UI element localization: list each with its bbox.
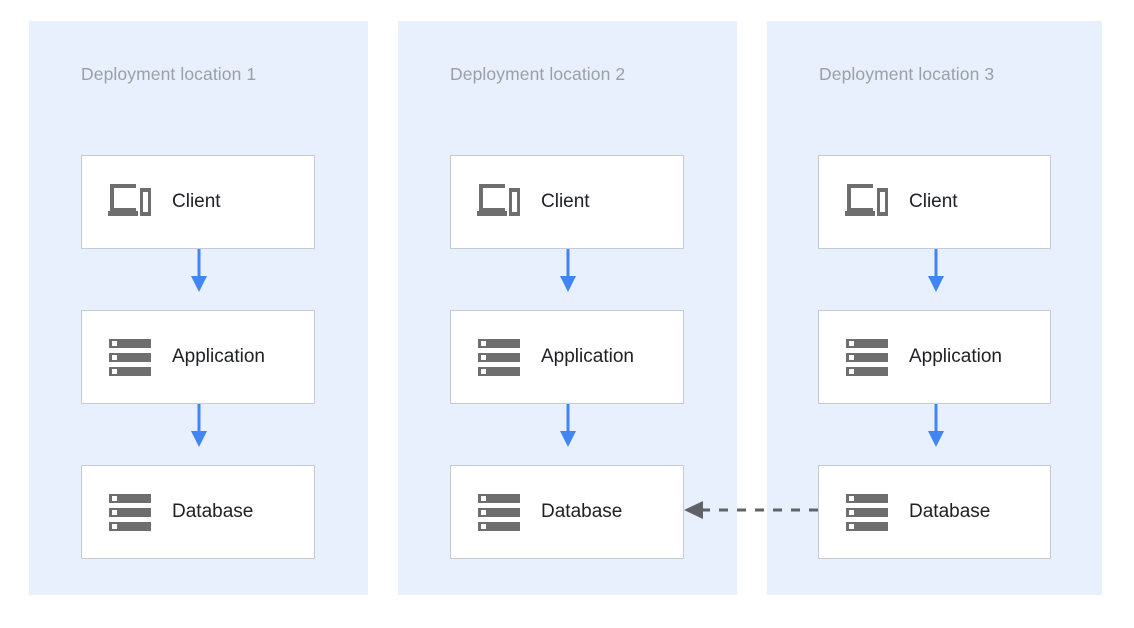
node-application-1-label: Application [172,346,265,367]
devices-icon [106,178,154,226]
server-icon [843,333,891,381]
node-application-3-label: Application [909,346,1002,367]
zone-3-title: Deployment location 3 [819,64,995,84]
deployment-zone-3: Deployment location 3 Client Application [767,21,1102,595]
zone-2-title: Deployment location 2 [450,64,626,84]
node-client-3-label: Client [909,191,958,212]
node-application-2-label: Application [541,346,634,367]
node-client-3[interactable]: Client [818,155,1051,249]
server-icon [106,333,154,381]
node-application-3[interactable]: Application [818,310,1051,404]
devices-icon [475,178,523,226]
server-icon [475,333,523,381]
node-database-3[interactable]: Database [818,465,1051,559]
node-database-2[interactable]: Database [450,465,684,559]
node-database-1-label: Database [172,501,254,522]
node-client-1-label: Client [172,191,221,212]
node-database-2-label: Database [541,501,623,522]
server-icon [843,488,891,536]
node-client-2-label: Client [541,191,590,212]
node-database-1[interactable]: Database [81,465,315,559]
node-application-1[interactable]: Application [81,310,315,404]
deployment-zone-1: Deployment location 1 Client Ap [29,21,368,595]
node-database-3-label: Database [909,501,991,522]
zone-1-title: Deployment location 1 [81,64,257,84]
deployment-zone-2: Deployment location 2 Client Application [398,21,737,595]
node-client-2[interactable]: Client [450,155,684,249]
server-icon [106,488,154,536]
server-icon [475,488,523,536]
devices-icon [843,178,891,226]
node-client-1[interactable]: Client [81,155,315,249]
node-application-2[interactable]: Application [450,310,684,404]
